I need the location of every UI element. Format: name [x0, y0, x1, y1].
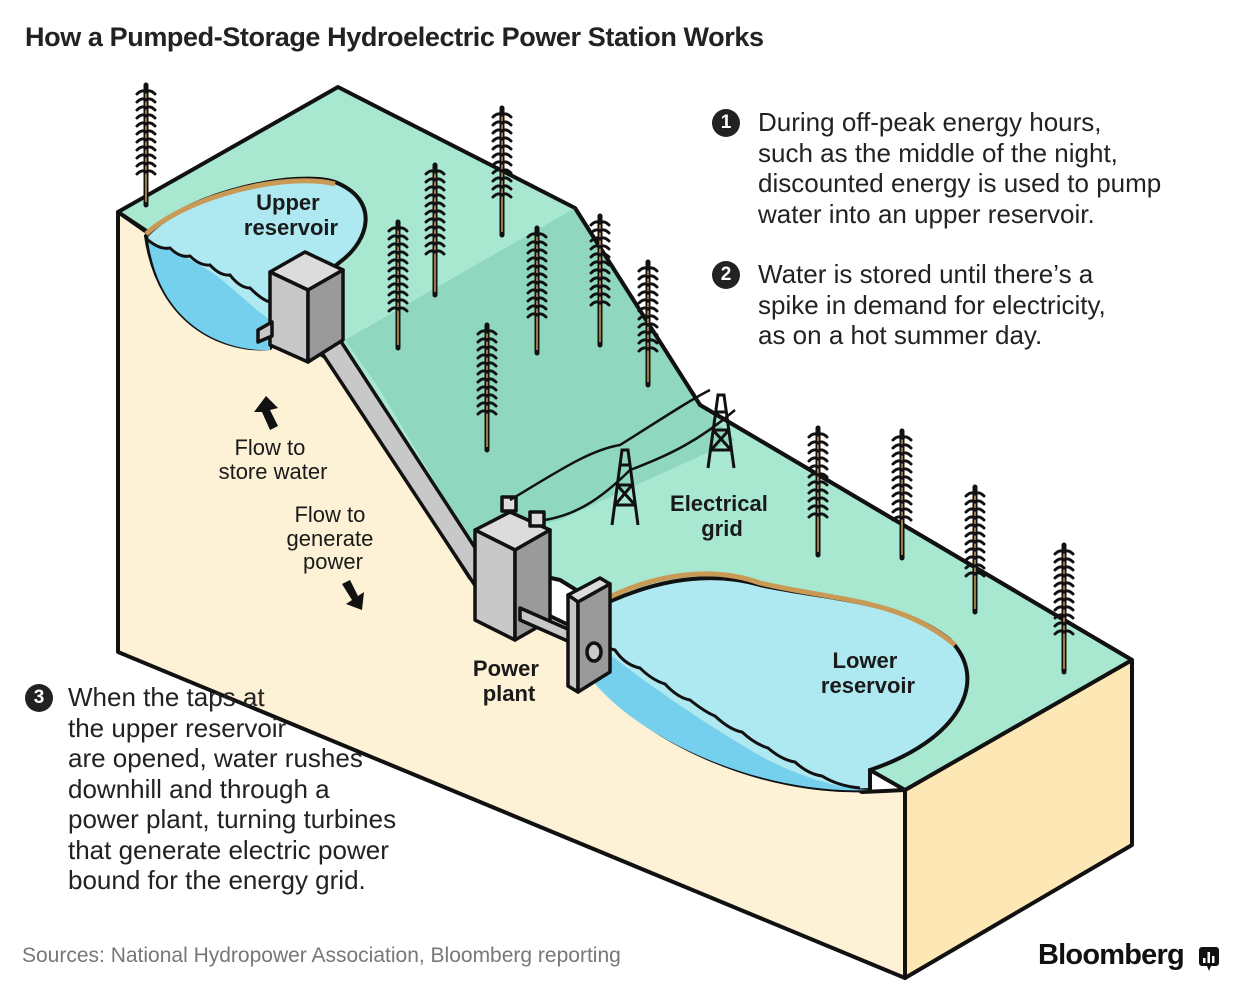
power-plant-building: [473, 495, 572, 644]
pine-tree-icon: [424, 162, 446, 298]
pine-tree-icon: [135, 82, 157, 208]
lower-reservoir: [586, 571, 970, 793]
step-2: 2 Water is stored until there’s a spike …: [712, 259, 1106, 351]
sources-note: Sources: National Hydropower Association…: [22, 944, 621, 967]
pine-tree-icon: [526, 225, 548, 356]
step-text-line: are opened, water rushes: [68, 743, 363, 773]
page-title: How a Pumped-Storage Hydroelectric Power…: [25, 22, 764, 52]
step-text-line: bound for the energy grid.: [68, 865, 366, 895]
pine-tree-icon: [807, 425, 829, 558]
step-1: 1 During off-peak energy hours, such as …: [712, 107, 1161, 229]
step-text-line: as on a hot summer day.: [758, 320, 1043, 350]
step-text-line: such as the middle of the night,: [758, 137, 1118, 168]
flow-up-arrow-icon: [254, 396, 278, 430]
label-electrical-grid: Electrical grid: [670, 491, 774, 541]
step-text-line: that generate electric power: [68, 834, 389, 865]
bloomberg-chart-icon: [1199, 947, 1219, 971]
pine-tree-icon: [891, 428, 913, 561]
step-text-line: spike in demand for electricity,: [758, 289, 1106, 320]
pine-tree-icon: [637, 259, 659, 388]
label-lower-reservoir: Lower reservoir: [821, 648, 916, 698]
pine-tree-icon: [589, 213, 611, 348]
pine-tree-icon: [491, 105, 513, 238]
dam-gate: [566, 576, 612, 694]
label-upper-reservoir: Upper reservoir: [244, 190, 339, 240]
pine-tree-icon: [476, 322, 498, 453]
step-text-line: discounted energy is used to pump: [758, 168, 1162, 198]
upper-reservoir: [143, 176, 368, 351]
pine-tree-icon: [964, 484, 986, 615]
step-text-line: Water is stored until there’s a: [758, 259, 1094, 289]
trees: [135, 82, 1075, 675]
flow-down-arrow-icon: [342, 580, 364, 610]
step-number-badge: 1: [712, 109, 740, 137]
step-number-badge: 2: [712, 261, 740, 289]
label-flow-generate: Flow to generate power: [287, 502, 380, 574]
step-number-badge: 3: [25, 684, 53, 712]
step-3: 3 When the taps at the upper reservoir a…: [25, 682, 396, 896]
label-flow-store: Flow to store water: [219, 435, 328, 484]
step-text-line: power plant, turning turbines: [68, 804, 397, 834]
brand-logo: Bloomberg: [1038, 939, 1185, 971]
hill-shadow: [345, 208, 735, 540]
transmission-tower: [610, 393, 736, 526]
step-text-line: During off-peak energy hours,: [758, 107, 1102, 137]
pine-tree-icon: [387, 219, 409, 351]
step-text-line: the upper reservoir: [68, 712, 287, 743]
step-text-line: water into an upper reservoir.: [758, 198, 1095, 229]
intake-tower: [256, 250, 345, 364]
step-text-line: downhill and through a: [68, 773, 330, 804]
step-text-line: When the taps at: [68, 682, 265, 712]
label-power-plant: Power plant: [473, 656, 545, 706]
pine-tree-icon: [1053, 542, 1075, 675]
